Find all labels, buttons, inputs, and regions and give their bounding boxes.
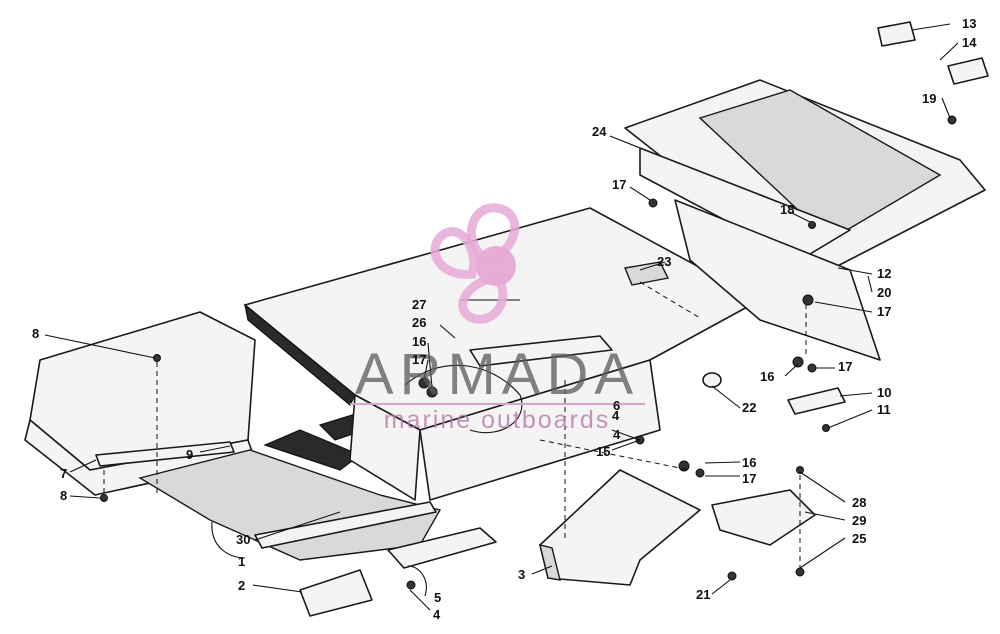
callout-8: 8: [32, 326, 39, 341]
callout-26: 26: [412, 315, 426, 330]
callout-9: 9: [186, 447, 193, 462]
watermark-brand: ARMADA: [355, 342, 639, 407]
tube: [254, 501, 437, 549]
mounting-bracket: [539, 469, 701, 586]
callout-15: 15: [596, 444, 610, 459]
callout-6: 6: [613, 398, 620, 413]
callout-11: 11: [877, 402, 891, 417]
callout-28: 28: [852, 495, 866, 510]
propeller-logo: [430, 203, 520, 324]
hardware: [100, 115, 957, 590]
callout-21: 21: [696, 587, 710, 602]
bushing: [702, 372, 722, 388]
callout-25: 25: [852, 531, 866, 546]
plate-5: [387, 527, 497, 569]
callout-17: 17: [838, 359, 852, 374]
callout-23: 23: [657, 254, 671, 269]
rear-bumper-frame: [624, 79, 986, 361]
callout-16: 16: [742, 455, 756, 470]
tunnel-hood: [244, 207, 761, 501]
rod: [95, 441, 235, 467]
callout-29: 29: [852, 513, 866, 528]
callout-14: 14: [962, 35, 977, 50]
callout-4: 4: [613, 427, 621, 442]
callout-4: 4: [433, 607, 441, 622]
callout-20: 20: [877, 285, 891, 300]
watermark: [430, 203, 520, 324]
callout-4: 4: [612, 408, 620, 423]
callout-7: 7: [60, 466, 67, 481]
callout-16: 16: [412, 334, 426, 349]
callout-30: 30: [236, 532, 250, 547]
callout-22: 22: [742, 400, 756, 415]
callout-17: 17: [412, 352, 426, 367]
callout-8: 8: [60, 488, 67, 503]
callout-24: 24: [592, 124, 607, 139]
callout-13: 13: [962, 16, 976, 31]
callout-3: 3: [518, 567, 525, 582]
callout-17: 17: [877, 304, 891, 319]
callout-16: 16: [760, 369, 774, 384]
decal-14: [947, 57, 989, 85]
plate-2: [299, 569, 373, 617]
callout-2: 2: [238, 578, 245, 593]
callout-19: 19: [922, 91, 936, 106]
floor-panel-left: [24, 311, 442, 561]
bumper-plate: [787, 387, 846, 415]
callout-1: 1: [238, 554, 245, 569]
callout-5: 5: [434, 590, 441, 605]
callout-27: 27: [412, 297, 426, 312]
decal-13: [877, 21, 916, 47]
callout-17: 17: [612, 177, 626, 192]
callout-17: 17: [742, 471, 756, 486]
leader-lines: [44, 23, 959, 611]
callout-10: 10: [877, 385, 891, 400]
callout-12: 12: [877, 266, 891, 281]
callout-18: 18: [780, 202, 794, 217]
watermark-tagline: marine outboards: [384, 406, 611, 434]
seal-gasket: [404, 364, 523, 434]
bracket-plate: [711, 489, 816, 546]
alignment-lines: [103, 281, 807, 568]
callout-labels: 1 2 3 4 4 4 5 6 7 8 8 9 10 11 12 13 14 1…: [32, 16, 977, 622]
